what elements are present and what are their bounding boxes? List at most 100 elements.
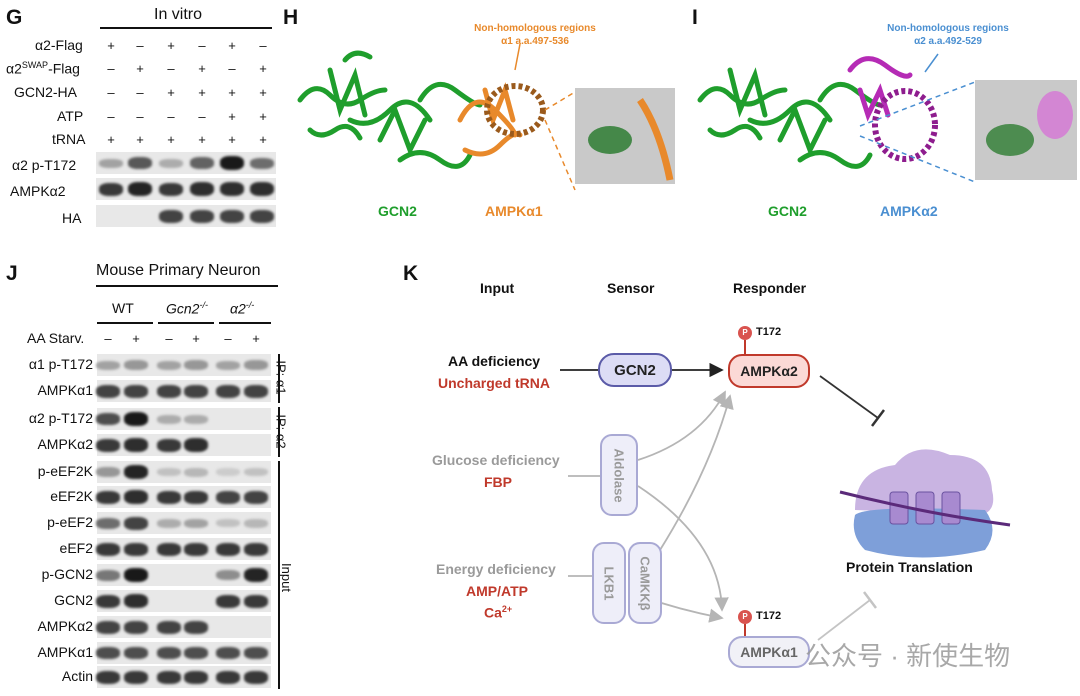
g-sign-r3-c4: + [228, 109, 236, 124]
j-blot-band-6-4 [216, 519, 240, 527]
g-sign-r1-c3: + [198, 61, 206, 76]
responder-ampka1: AMPKα1 [728, 636, 810, 668]
cond-label-atp: ATP [57, 108, 84, 124]
sensor-aldolase-label: Aldolase [611, 447, 627, 503]
j-blot-band-8-5 [244, 568, 268, 582]
j-blot-band-1-1 [124, 384, 148, 398]
panel-label-g: G [6, 6, 23, 29]
panel-h-label-ampka1: AMPKα1 [485, 203, 543, 219]
j-blot-band-3-0 [96, 438, 120, 452]
zoom-line-i-1 [859, 81, 976, 127]
panel-h-structure [297, 43, 675, 191]
g-sign-r3-c2: – [167, 109, 175, 124]
panel-label-j: J [6, 262, 18, 285]
inset-i-ampk [1037, 91, 1073, 139]
gcn2-structure-i [697, 67, 883, 169]
j-blot-band-4-3 [184, 467, 208, 477]
group-gcn2-sup: -/- [199, 300, 208, 310]
g-blot-band-1-3 [190, 182, 214, 196]
j-blot-band-11-5 [244, 647, 268, 659]
inset-h-ampk [637, 98, 674, 181]
input-glucose-deficiency: Glucose deficiency [432, 452, 560, 468]
j-blot-band-10-2 [157, 620, 181, 634]
j-blot-band-6-2 [157, 518, 181, 528]
j-blot-band-1-3 [184, 384, 208, 398]
group-gcn2-main: Gcn2 [166, 300, 200, 317]
g-sign-r1-c1: + [136, 61, 144, 76]
group-rule-wt [97, 322, 153, 324]
j-blot-band-0-0 [96, 360, 120, 370]
output-protein-translation: Protein Translation [846, 559, 973, 575]
g-blot-band-0-2 [159, 158, 183, 168]
j-blot-label-2: α2 p-T172 [28, 410, 93, 426]
blot-label-ampka2: AMPKα2 [10, 183, 66, 199]
g-sign-r2-c2: + [167, 85, 175, 100]
j-blot-band-7-0 [96, 542, 120, 556]
panel-i-label-gcn2: GCN2 [768, 203, 807, 219]
input-fbp: FBP [484, 474, 512, 490]
g-blot-band-2-2 [159, 209, 183, 223]
cond-label-a2swap-main: α2 [6, 60, 22, 77]
group-rule-gcn2 [158, 322, 214, 324]
j-blot-band-4-5 [244, 468, 268, 476]
j-blot-band-9-5 [244, 594, 268, 608]
g-blot-strip-2 [96, 205, 276, 227]
header-sensor: Sensor [607, 280, 655, 296]
header-responder: Responder [733, 280, 807, 296]
j-blot-band-6-5 [244, 518, 268, 528]
j-blot-band-9-1 [124, 594, 148, 608]
j-blot-label-7: eEF2 [59, 540, 93, 556]
j-starv-sign-2: – [165, 331, 173, 346]
cond-label-a2-flag: α2-Flag [35, 37, 83, 53]
g-sign-r4-c0: + [107, 132, 115, 147]
j-blot-band-1-5 [244, 384, 268, 398]
j-blot-band-7-4 [216, 542, 240, 556]
cond-label-a2swap-tail: -Flag [48, 60, 80, 77]
input-ca: Ca2+ [484, 604, 512, 621]
g-sign-r1-c5: + [259, 61, 267, 76]
j-blot-band-12-0 [96, 670, 120, 684]
g-blot-strip-0 [96, 152, 276, 174]
side-label-input: Input [278, 563, 294, 592]
j-blot-label-12: Actin [61, 668, 93, 684]
group-a2-main: α2 [230, 300, 246, 317]
input-uncharged-trna: Uncharged tRNA [438, 375, 551, 391]
g-sign-r1-c0: – [107, 61, 115, 76]
blot-label-ha: HA [62, 210, 82, 226]
zoom-line-h-1 [544, 91, 576, 111]
g-sign-r2-c0: – [107, 85, 115, 100]
panel-i-structure [697, 53, 1077, 183]
j-blot-band-7-3 [184, 542, 208, 556]
j-blot-band-0-2 [157, 360, 181, 370]
j-blot-band-1-0 [96, 384, 120, 398]
inhibit-bar-ampk2 [871, 409, 885, 427]
panel-i-callout-range: α2 a.a.492-529 [914, 36, 982, 47]
group-a2-sup: -/- [245, 300, 255, 310]
panel-h-callout-title: Non-homologous regions [474, 23, 596, 34]
j-blot-band-4-4 [216, 468, 240, 476]
panel-i-callout-title: Non-homologous regions [887, 23, 1009, 34]
group-rule-a2 [219, 322, 271, 324]
g-blot-band-1-1 [128, 182, 152, 196]
sensor-camkk-label: CaMKKβ [637, 555, 653, 611]
j-blot-band-11-4 [216, 647, 240, 659]
j-blot-label-3: AMPKα2 [37, 436, 93, 452]
j-blot-band-0-4 [216, 360, 240, 370]
g-blot-band-0-4 [220, 156, 244, 170]
phospho-stem-ampk1 [744, 624, 746, 636]
g-sign-r3-c1: – [136, 109, 144, 124]
trna-slot-3 [941, 491, 961, 525]
panel-h-callout: Non-homologous regions α1 a.a.497-536 [455, 22, 615, 48]
arrow-aldolase-to-ampk1 [637, 485, 729, 612]
panel-j-title-rule [96, 285, 278, 287]
panel-h-callout-range: α1 a.a.497-536 [501, 36, 569, 47]
panel-i-label-ampka2: AMPKα2 [880, 203, 938, 219]
j-blot-band-9-4 [216, 594, 240, 608]
group-label-wt: WT [112, 300, 134, 316]
panel-label-k: K [403, 262, 419, 285]
g-sign-r3-c3: – [198, 109, 206, 124]
j-blot-band-0-5 [244, 360, 268, 370]
bracket-ip-a2 [278, 407, 280, 457]
j-blot-band-4-2 [157, 468, 181, 476]
j-blot-band-12-5 [244, 670, 268, 684]
